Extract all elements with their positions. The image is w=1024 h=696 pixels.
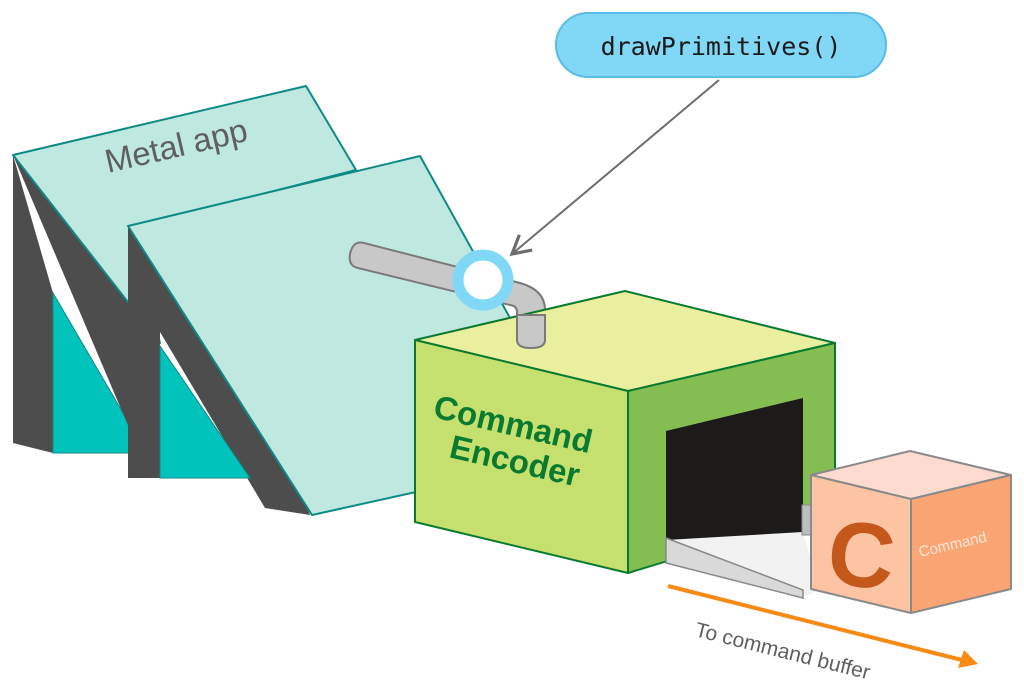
- encoder-ramp-side: [665, 536, 804, 599]
- cube-letter: C: [823, 501, 900, 609]
- front-slab-teal-notch: [159, 344, 251, 479]
- call-point-marker: [452, 249, 514, 311]
- command-cube: C Command: [810, 450, 1012, 614]
- encoder-opening: [666, 398, 803, 546]
- callout-label: drawPrimitives(): [601, 32, 842, 61]
- output-arrow-head: [958, 650, 978, 668]
- pipe-end: [516, 314, 546, 350]
- encoder-ramp-floor: [666, 532, 820, 597]
- output-arrow-line: [667, 584, 963, 662]
- command-encoder-box: Command Encoder: [414, 290, 836, 599]
- back-slab-side: [13, 155, 53, 453]
- callout-bubble: [555, 12, 887, 78]
- output-arrow-label: To command buffer: [693, 619, 873, 685]
- back-slab-diagonal-side: [13, 155, 160, 430]
- metal-app-back-slab: [12, 85, 357, 454]
- draw-primitives-callout: drawPrimitives(): [509, 12, 887, 257]
- cube-side-face: [910, 474, 1012, 614]
- callout-pointer-arrow: [509, 79, 720, 257]
- call-point-ring: [452, 249, 514, 311]
